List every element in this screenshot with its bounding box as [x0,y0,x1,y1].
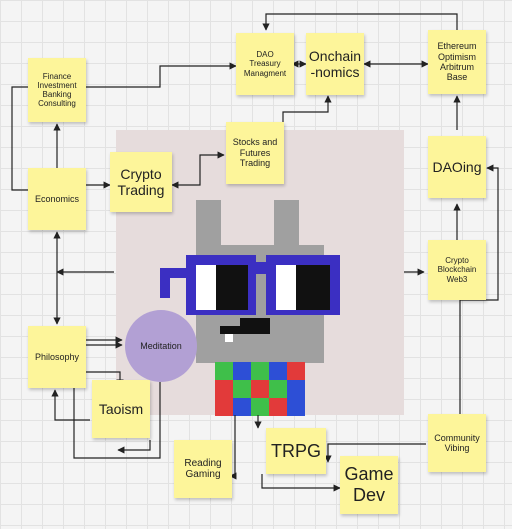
glasses-arm [160,268,190,278]
node-dao-treasury: DAO Treasury Managment [236,33,294,95]
glasses-arm-hook [160,268,170,298]
node-reading-gaming: Reading Gaming [174,440,232,498]
node-community-vibing: Community Vibing [428,414,486,472]
node-philosophy: Philosophy [28,326,86,388]
node-trpg: TRPG [266,428,326,474]
node-economics: Economics [28,168,86,230]
scarf [215,362,305,416]
node-ethereum: Ethereum Optimism Arbitrum Base [428,30,486,94]
left-pupil [216,265,248,310]
node-meditation: Meditation [125,310,197,382]
tooth [225,334,233,342]
glasses-bridge [250,262,272,274]
right-pupil [296,265,330,310]
node-game-dev: Game Dev [340,456,398,514]
mouth [220,326,270,334]
node-taoism: Taoism [92,380,150,438]
node-stocks-futures: Stocks and Futures Trading [226,122,284,184]
nose [240,318,270,326]
node-onchainomics: Onchain -nomics [306,33,364,95]
node-daoing: DAOing [428,136,486,198]
node-crypto-web3: Crypto Blockchain Web3 [428,240,486,300]
node-crypto-trading: Crypto Trading [110,152,172,212]
node-finance: Finance Investment Banking Consulting [28,58,86,122]
